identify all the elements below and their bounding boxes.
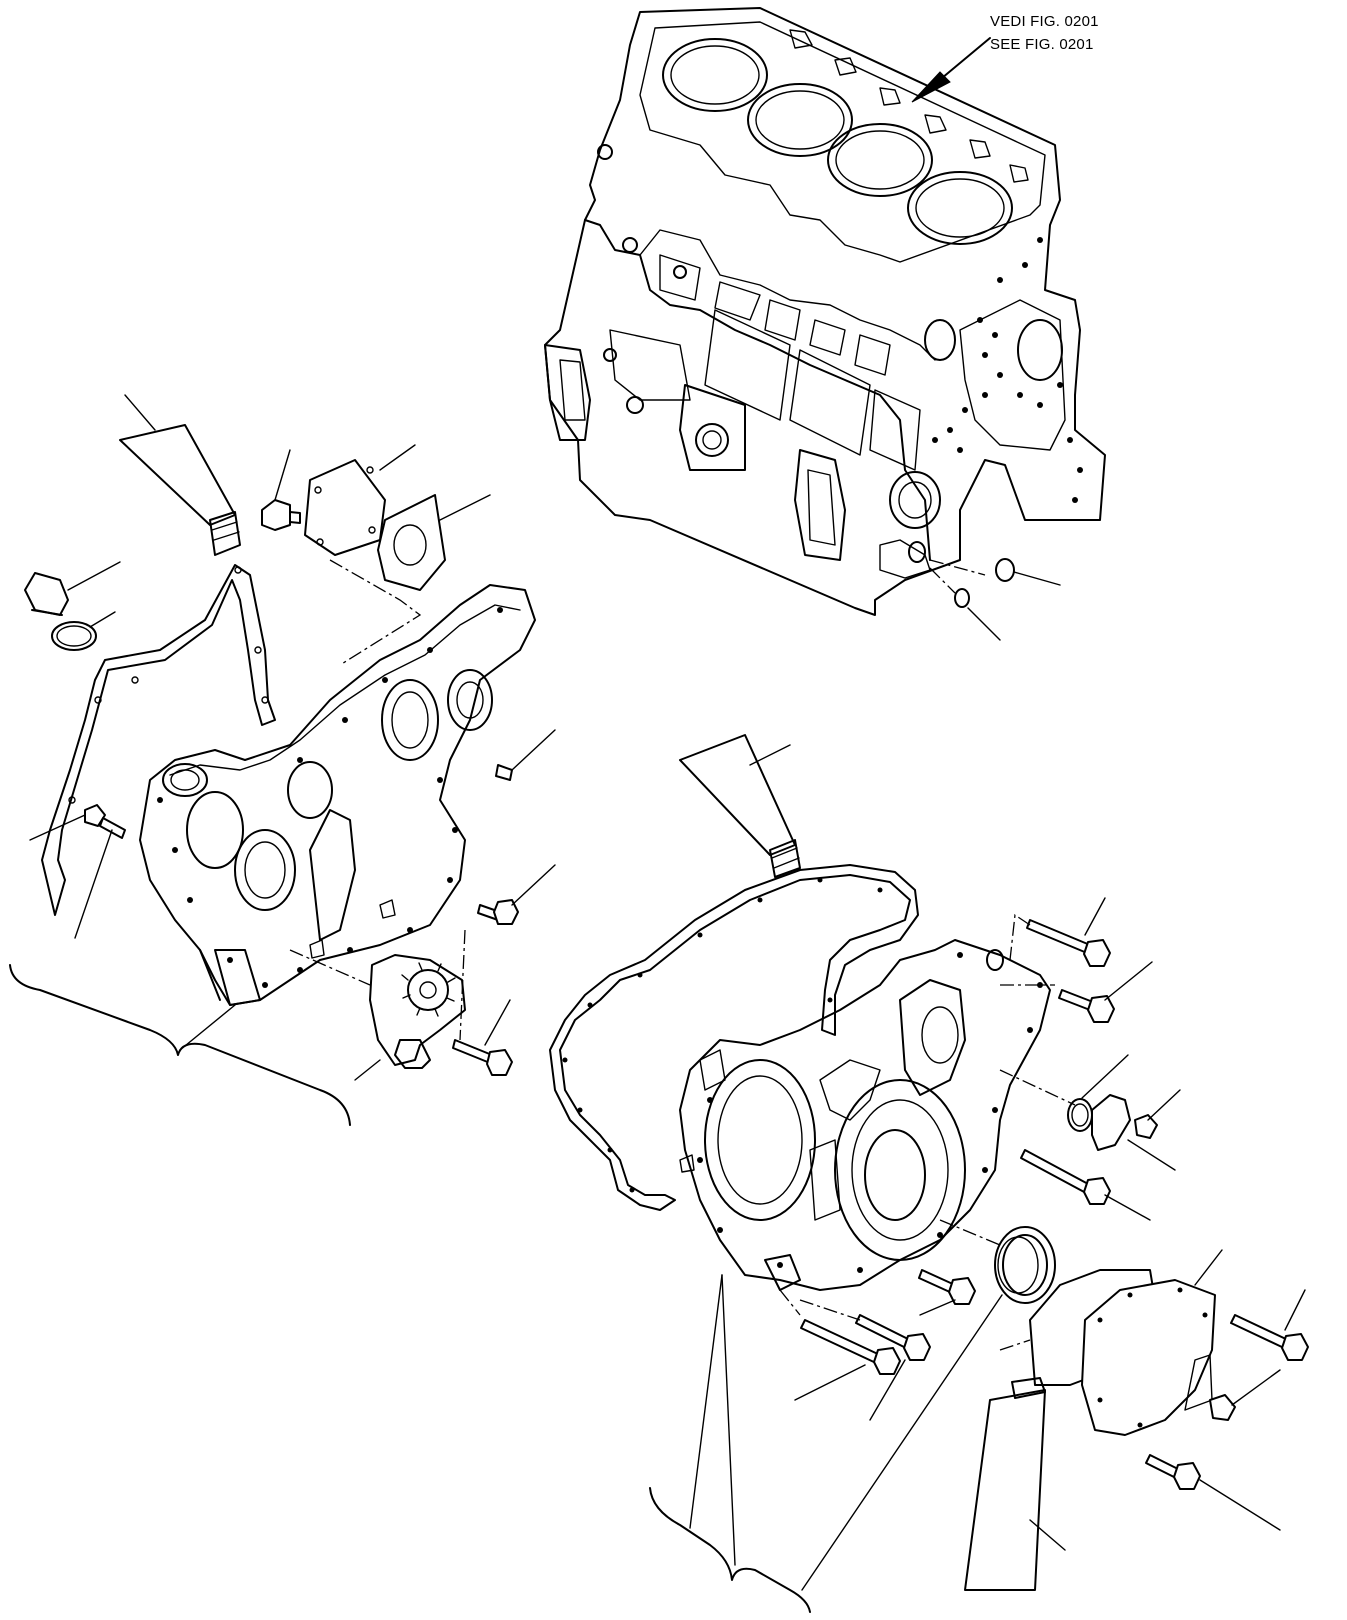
- timing-case-housing: [139, 584, 536, 1006]
- oil-pump: [354, 954, 466, 1081]
- see-fig-ref-english: SEE FIG. 0201: [990, 36, 1094, 53]
- cover-plate-gaskets: [261, 444, 491, 666]
- oil-filler-cap: [24, 561, 121, 651]
- gear-case-housing: [679, 939, 1051, 1291]
- small-cover-and-oring: [999, 1054, 1181, 1171]
- rear-cover-bolts: [1145, 1289, 1309, 1531]
- small-bolt-center: [918, 1269, 976, 1316]
- rear-cover-and-gasket: [999, 1249, 1223, 1436]
- long-bolt-mid: [1020, 1149, 1151, 1221]
- left-assembly-brace: [9, 964, 351, 1126]
- right-assembly-brace: [649, 1274, 811, 1613]
- gear-case-gasket: [549, 864, 919, 1211]
- case-bolt: [477, 864, 556, 925]
- gear-case-bolts-lower: [779, 1289, 931, 1421]
- o-rings-block: [929, 558, 1061, 641]
- see-fig-ref-italian: VEDI FIG. 0201: [990, 13, 1099, 30]
- nut-and-stud: [29, 804, 126, 939]
- timing-case-gasket: [41, 564, 276, 916]
- cylinder-block: [544, 7, 1106, 616]
- sealant-tube-middle: [679, 734, 801, 878]
- sealant-tube-bottom: [964, 1377, 1066, 1591]
- sealant-tube-left: [119, 394, 241, 556]
- cylinder-bores: [662, 38, 1013, 245]
- gear-case-bolts-upper: [1000, 897, 1153, 1023]
- dowel-pin: [495, 729, 556, 781]
- oil-seal: [801, 1219, 1056, 1591]
- pump-bolt: [452, 999, 513, 1076]
- see-fig-arrow: [911, 37, 991, 103]
